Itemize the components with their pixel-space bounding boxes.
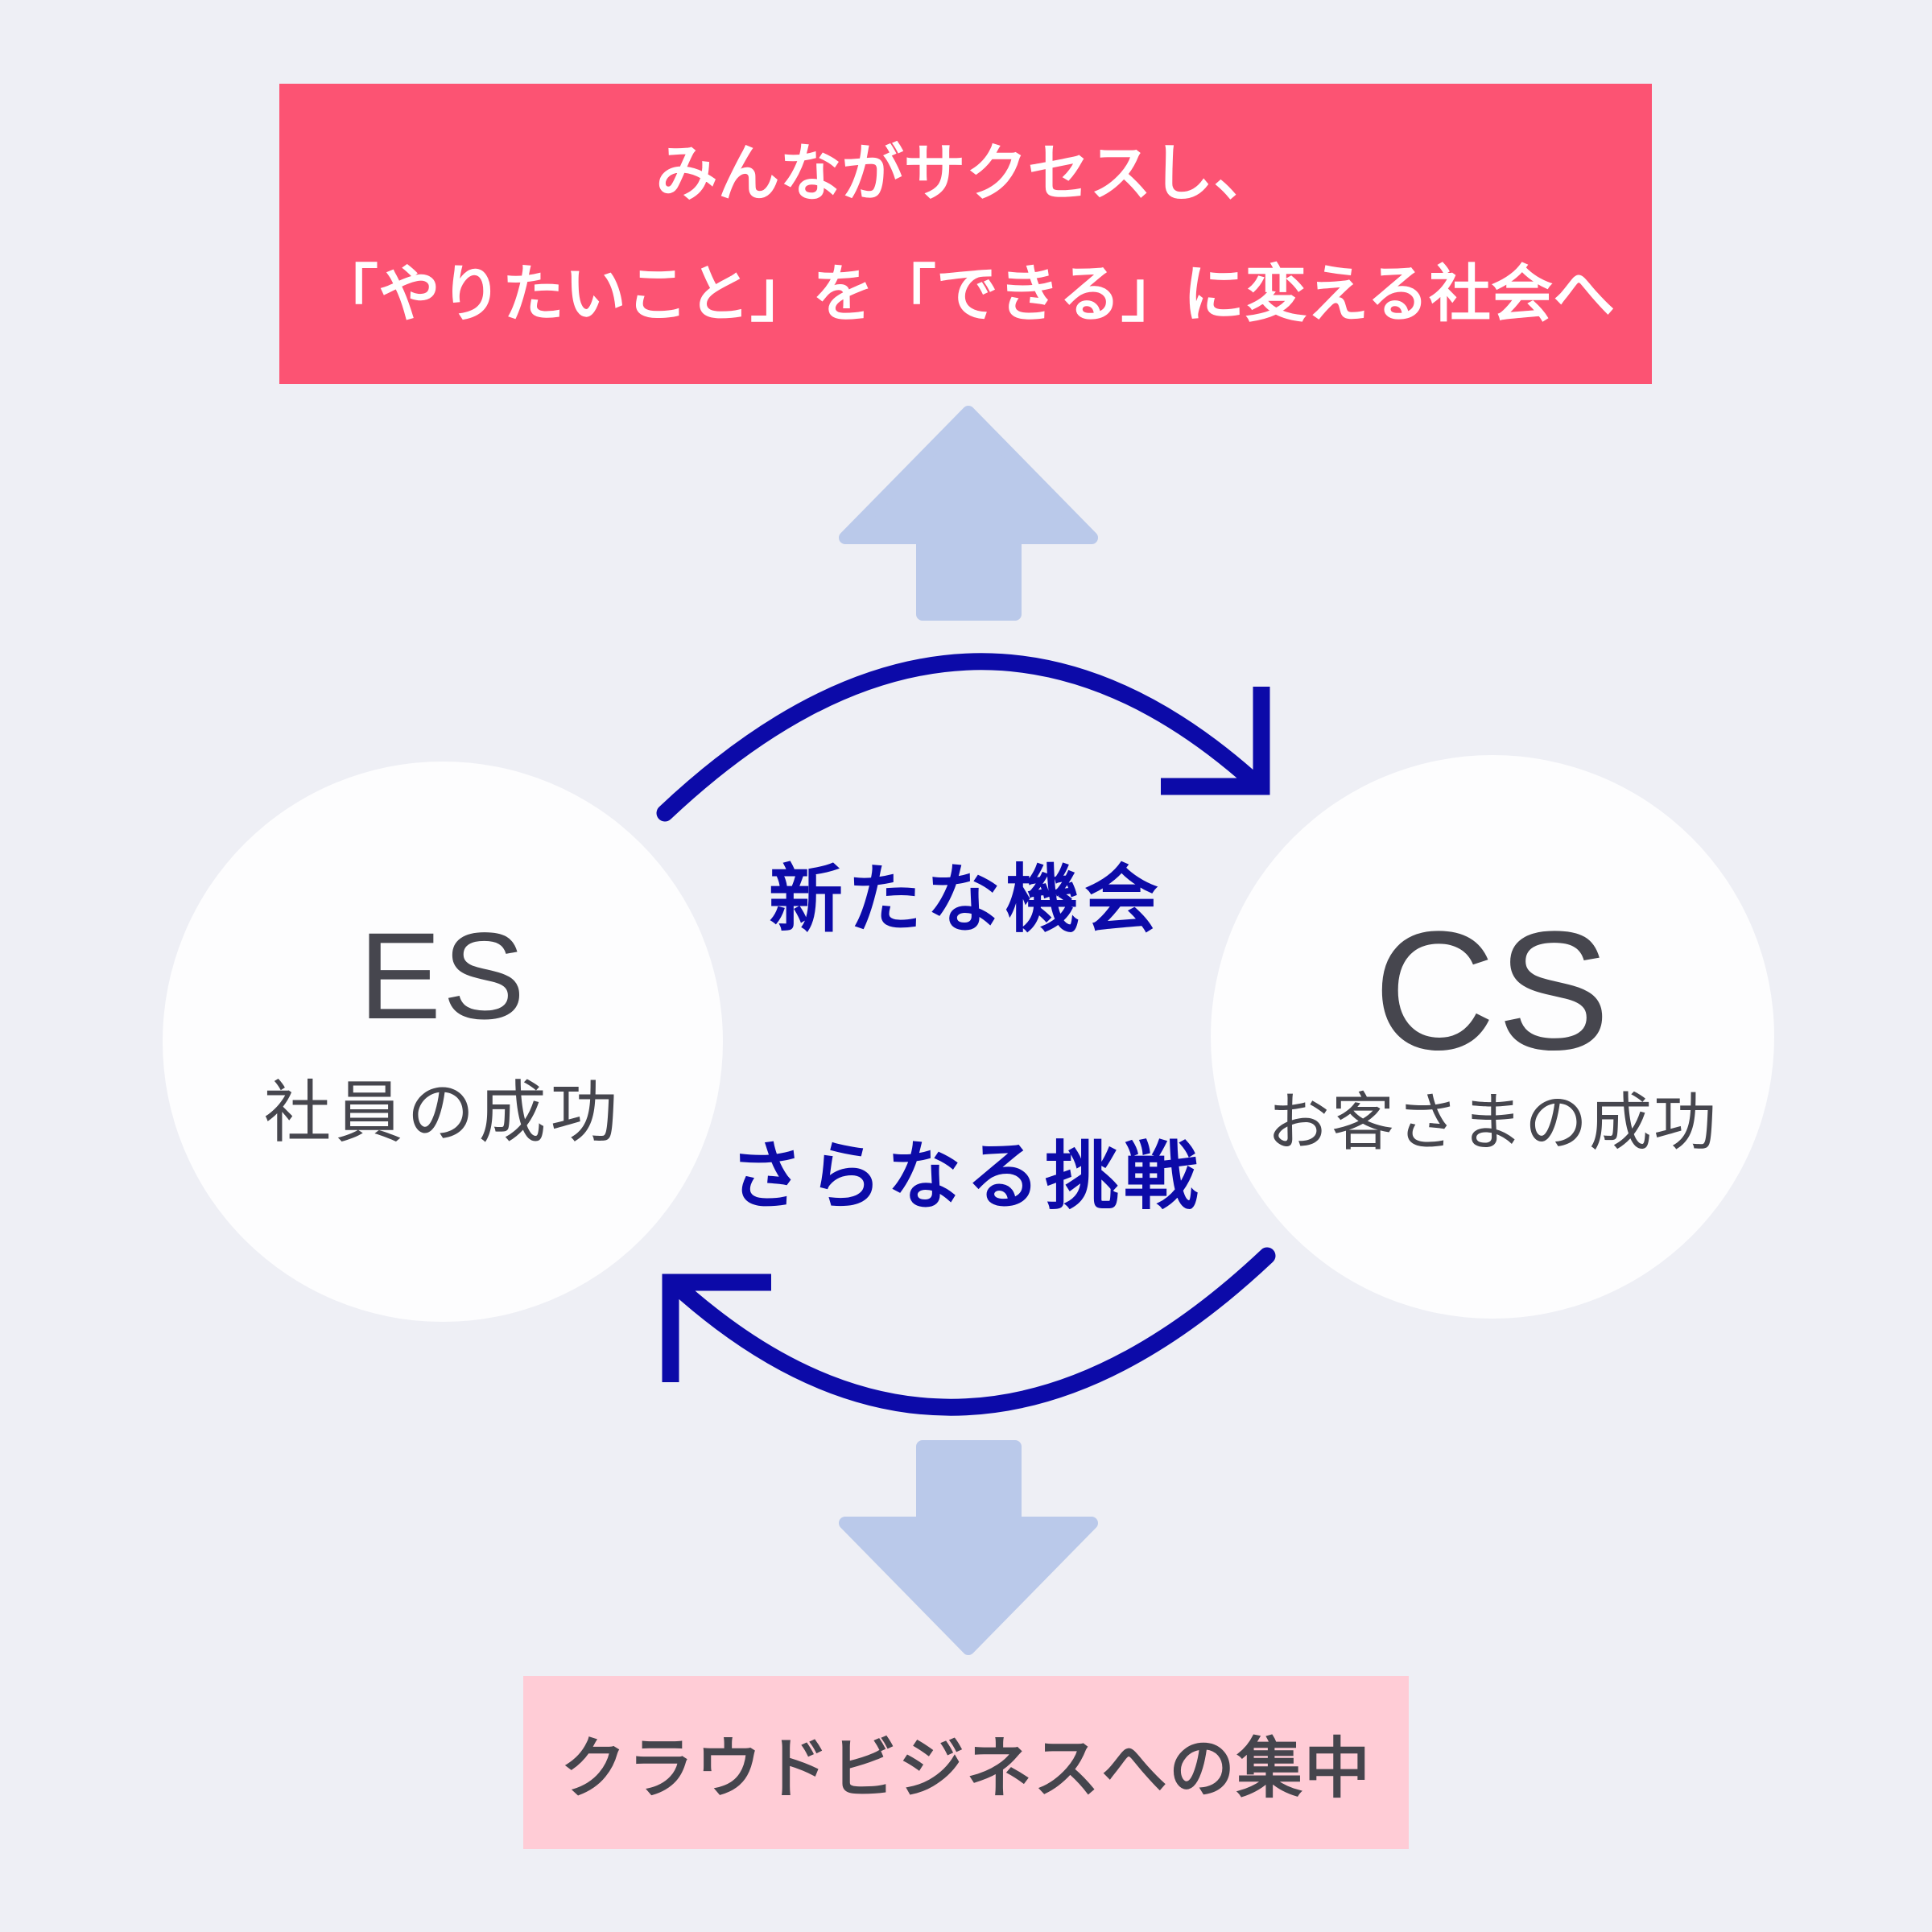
es-circle xyxy=(163,762,723,1322)
cycle-top-label: 新たな機会 xyxy=(768,859,1163,941)
cycle-arc-bottom xyxy=(666,1247,1276,1416)
cs-abbr: CS xyxy=(1373,896,1612,1085)
focus-banner-label: クラウドビジネスへの集中 xyxy=(559,1732,1372,1806)
vision-banner-line2: 「やりたいこと」を「できる」に変える社会へ xyxy=(316,259,1616,329)
cs-label: お客さまの成功 xyxy=(1266,1087,1718,1158)
es-label: 社員の成功 xyxy=(263,1075,622,1150)
es-abbr: ES xyxy=(358,907,527,1045)
down-arrow-icon xyxy=(839,1440,1098,1655)
cycle-arc-top xyxy=(656,653,1266,822)
vision-banner-line1: みんながサクセスし、 xyxy=(655,138,1276,208)
cycle-bottom-label: さらなる挑戦 xyxy=(729,1136,1203,1218)
focus-banner: クラウドビジネスへの集中 xyxy=(523,1676,1409,1849)
cycle-arrowhead-bottom-icon xyxy=(662,1274,771,1382)
cs-circle xyxy=(1211,755,1774,1319)
vision-banner: みんながサクセスし、 「やりたいこと」を「できる」に変える社会へ xyxy=(279,84,1652,384)
up-arrow-icon xyxy=(839,406,1098,621)
cycle-arrowhead-top-icon xyxy=(1161,687,1270,795)
